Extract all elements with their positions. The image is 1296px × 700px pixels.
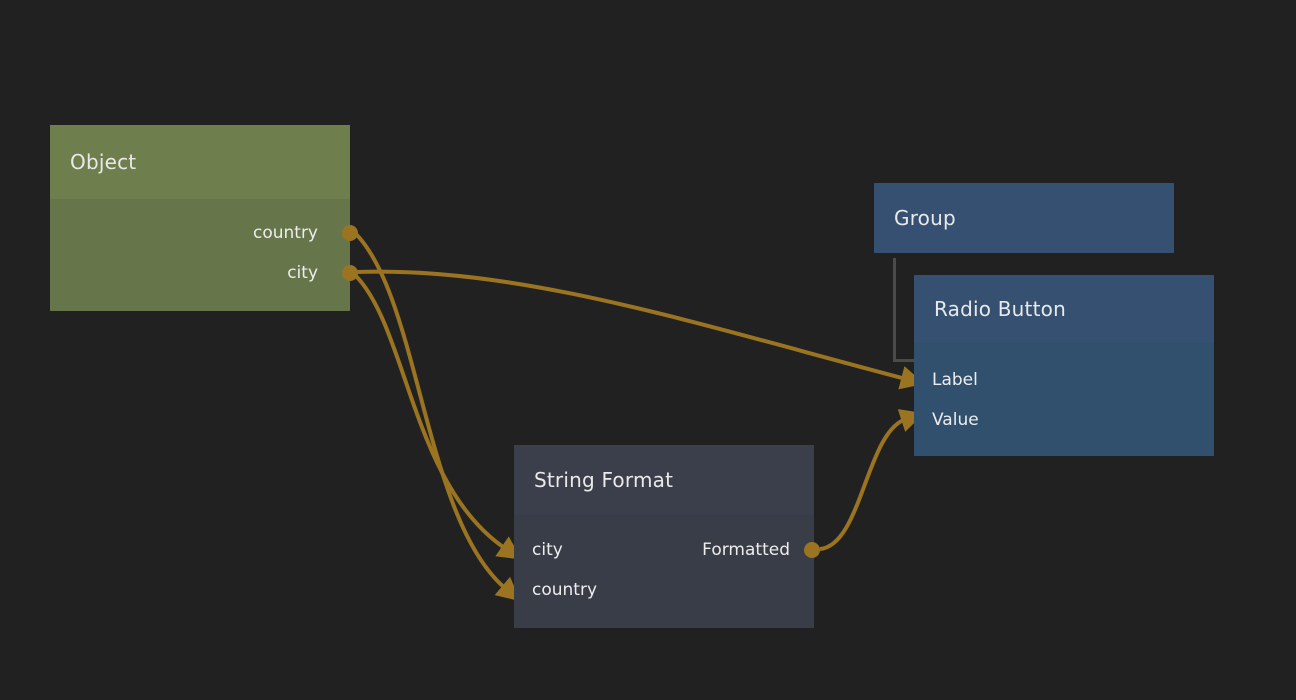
input-port-row-value[interactable]: Value: [914, 407, 1214, 433]
edge-formatted-to-value: [819, 409, 925, 551]
output-port-dot-formatted[interactable]: [804, 542, 820, 558]
node-group[interactable]: Group: [874, 183, 1174, 253]
node-object-title: Object: [70, 150, 137, 174]
node-radio-button[interactable]: Radio Button Label Value: [914, 275, 1214, 456]
node-string-format-body: city country Formatted: [514, 515, 814, 628]
output-port-row-country[interactable]: country: [50, 220, 350, 246]
output-port-dot-city[interactable]: [342, 265, 358, 281]
node-object-header[interactable]: Object: [50, 125, 350, 199]
node-object[interactable]: Object country city: [50, 125, 358, 311]
node-radio-button-body: Label Value: [914, 343, 1214, 456]
node-radio-button-header[interactable]: Radio Button: [914, 275, 1214, 343]
node-radio-button-title: Radio Button: [934, 297, 1066, 321]
input-port-row-label[interactable]: Label: [914, 367, 1214, 393]
edge-country-to-country: [354, 232, 521, 602]
edge-city-to-city: [354, 274, 522, 560]
input-port-label-value: Value: [932, 410, 979, 430]
node-string-format[interactable]: String Format city country Formatted: [514, 445, 820, 628]
node-object-body: country city: [50, 199, 350, 311]
input-port-label-country: country: [532, 580, 598, 600]
output-port-row-city[interactable]: city: [50, 260, 350, 286]
output-port-row-formatted[interactable]: Formatted: [514, 537, 814, 563]
node-group-header[interactable]: Group: [874, 183, 1174, 253]
group-containment-bracket: [893, 258, 916, 362]
input-port-row-city[interactable]: city: [514, 537, 814, 563]
output-port-label-city: city: [287, 263, 318, 283]
edge-city-to-label: [355, 269, 925, 390]
node-string-format-title: String Format: [534, 468, 674, 492]
output-port-dot-country[interactable]: [342, 225, 358, 241]
input-port-label-city: city: [532, 540, 563, 560]
node-group-title: Group: [894, 206, 956, 230]
node-string-format-header[interactable]: String Format: [514, 445, 814, 515]
output-port-label-country: country: [252, 223, 318, 243]
input-port-label-label: Label: [932, 370, 978, 390]
input-port-row-country[interactable]: country: [514, 577, 814, 603]
output-port-label-formatted: Formatted: [702, 540, 790, 560]
